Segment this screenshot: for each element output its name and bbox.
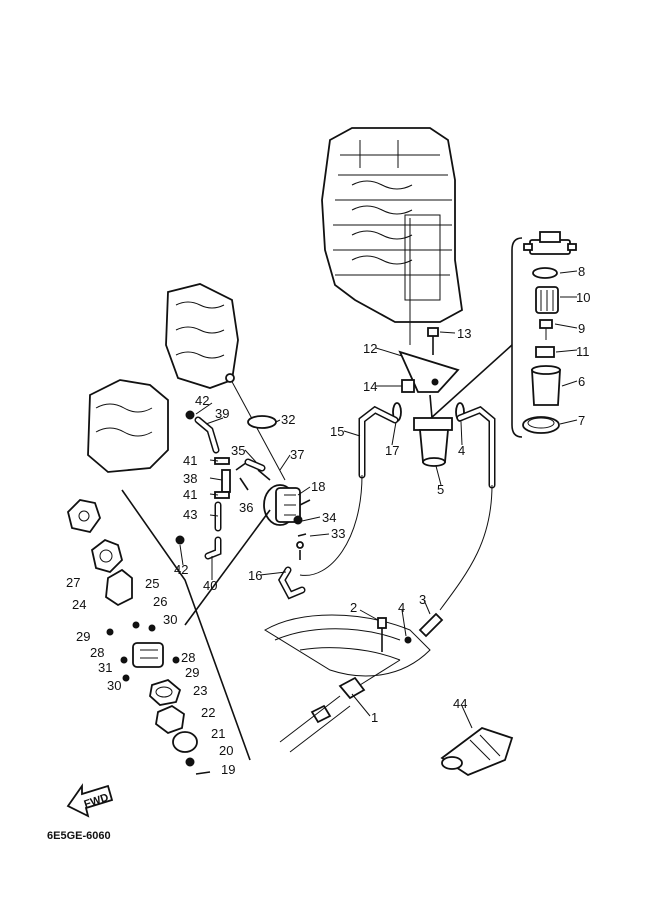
callout-18: 18 [311,479,325,494]
fuel-pump-drawing [175,410,311,560]
callout-1: 1 [371,710,378,725]
callout-6: 6 [578,374,585,389]
callout-16: 16 [248,568,262,583]
callout-26: 26 [153,594,167,609]
callout-30: 30 [163,612,177,627]
diagram-code: 6E5GE-6060 [47,830,111,842]
callout-43: 43 [183,507,197,522]
fuel-hoses [277,405,496,611]
engine-block-drawing [321,127,463,345]
callout-35: 35 [231,443,245,458]
callout-36: 36 [239,500,253,515]
callout-19: 19 [221,762,235,777]
callout-39: 39 [215,406,229,421]
callout-23: 23 [193,683,207,698]
callout-4b: 4 [458,443,465,458]
callout-31: 31 [98,660,112,675]
callout-22: 22 [201,705,215,720]
callout-12: 12 [363,341,377,356]
callout-labels: 1 2 3 4 4 5 6 7 8 9 10 11 12 13 14 15 16… [66,264,590,777]
lower-cowling-drawing [264,612,444,753]
callout-10: 10 [576,290,590,305]
callout-11: 11 [576,344,590,359]
callout-28b: 28 [181,650,195,665]
callout-21: 21 [211,726,225,741]
callout-20: 20 [219,743,233,758]
callout-38: 38 [183,471,197,486]
callout-3: 3 [419,592,426,607]
callout-15: 15 [330,424,344,439]
callout-41: 41 [183,453,197,468]
callout-8: 8 [578,264,585,279]
callout-14: 14 [363,379,377,394]
callout-24: 24 [72,597,86,612]
callout-41b: 41 [183,487,197,502]
protector-sleeve-44 [440,726,514,777]
callout-17: 17 [385,443,399,458]
callout-30b: 30 [107,678,121,693]
intake-manifold-drawing [87,283,286,481]
callout-9: 9 [578,321,585,336]
callout-7: 7 [578,413,585,428]
callout-42: 42 [195,393,209,408]
callout-33: 33 [331,526,345,541]
callout-34: 34 [322,510,336,525]
callout-27: 27 [66,575,80,590]
callout-37: 37 [290,447,304,462]
callout-4: 4 [398,600,405,615]
callout-40: 40 [203,578,217,593]
callout-32: 32 [281,412,295,427]
fwd-arrow-icon: FWD [66,783,114,818]
callout-44: 44 [453,696,467,711]
callout-28: 28 [90,645,104,660]
fuel-filter-assembly [392,231,577,467]
callout-13: 13 [457,326,471,341]
callout-29: 29 [76,629,90,644]
callout-42b: 42 [174,562,188,577]
callout-29b: 29 [185,665,199,680]
callout-25: 25 [145,576,159,591]
pump-exploded-parts [67,489,271,775]
callout-leaders [179,270,578,729]
callout-5: 5 [437,482,444,497]
callout-2: 2 [350,600,357,615]
